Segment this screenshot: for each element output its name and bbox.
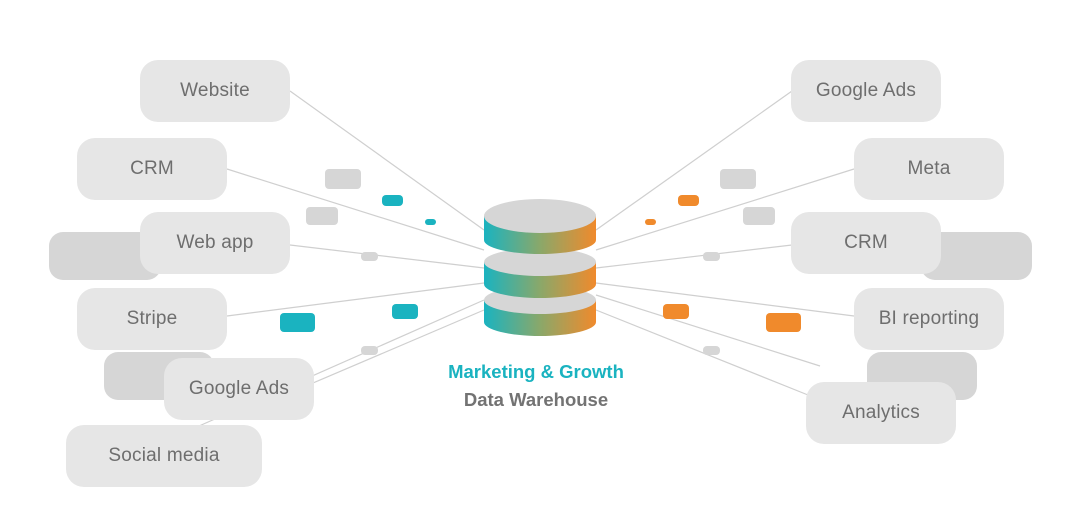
connector-line	[595, 294, 821, 367]
destination-box-meta[interactable]: Meta	[854, 138, 1004, 200]
data-packet	[382, 195, 403, 206]
data-packet	[678, 195, 699, 206]
connector-line	[312, 309, 485, 384]
data-packet	[325, 169, 361, 189]
source-box-website[interactable]: Website	[140, 60, 290, 122]
destination-label: Meta	[907, 158, 951, 179]
data-packet	[361, 346, 378, 355]
data-packet	[425, 219, 436, 225]
source-label: CRM	[130, 158, 174, 179]
source-label: Google Ads	[188, 378, 290, 399]
data-packet	[743, 207, 775, 225]
source-label: Stripe	[126, 308, 178, 329]
source-box-social-media[interactable]: Social media	[66, 425, 262, 487]
source-label: Social media	[108, 445, 220, 466]
connector-line	[226, 168, 485, 251]
connector-line	[289, 90, 485, 231]
data-packet	[703, 252, 720, 261]
diagram-title-line1: Marketing & Growth	[448, 361, 624, 382]
data-packet	[720, 169, 756, 189]
source-box-crm[interactable]: CRM	[77, 138, 227, 200]
data-packet	[392, 304, 418, 319]
connector-line	[289, 244, 485, 269]
source-box-stripe[interactable]: Stripe	[77, 288, 227, 350]
connector-line	[226, 282, 485, 317]
source-label: Website	[180, 80, 250, 101]
connector-line	[595, 90, 793, 231]
source-box-web-app[interactable]: Web app	[140, 212, 290, 274]
source-box-google-ads[interactable]: Google Ads	[164, 358, 314, 420]
data-packet	[645, 219, 656, 225]
connector-line	[595, 244, 793, 269]
connector-line	[595, 168, 855, 251]
destination-box-analytics[interactable]: Analytics	[806, 382, 956, 444]
data-packet	[766, 313, 801, 332]
data-packet	[703, 346, 720, 355]
destination-label: CRM	[844, 232, 888, 253]
data-packet	[306, 207, 338, 225]
destination-box-bi-reporting[interactable]: BI reporting	[854, 288, 1004, 350]
data-packet	[361, 252, 378, 261]
diagram-title-line2: Data Warehouse	[463, 389, 609, 410]
data-packet	[663, 304, 689, 319]
data-packet	[280, 313, 315, 332]
source-label: Web app	[176, 232, 254, 253]
destination-box-google-ads[interactable]: Google Ads	[791, 60, 941, 122]
connector-line	[595, 282, 855, 317]
destination-label: Analytics	[842, 402, 920, 423]
destination-label: BI reporting	[878, 308, 980, 329]
connector-line	[595, 309, 809, 396]
database-icon	[484, 199, 596, 336]
destination-label: Google Ads	[815, 80, 917, 101]
destination-box-crm[interactable]: CRM	[791, 212, 941, 274]
